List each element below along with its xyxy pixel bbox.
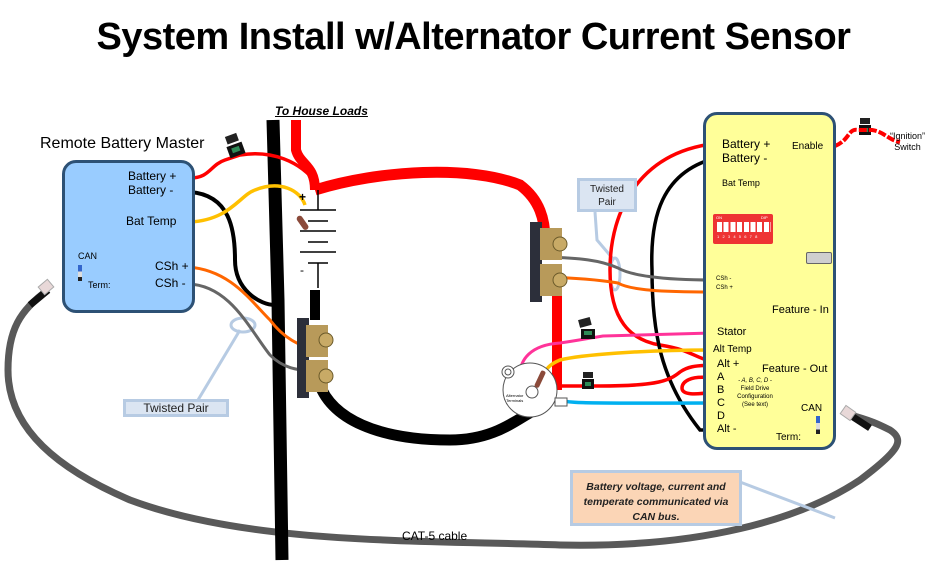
rbm-can-label: CAN xyxy=(78,251,98,261)
field-drive-note-line: - A, B, C, D - xyxy=(738,378,772,384)
reg-feature-out-label: Feature - Out xyxy=(762,363,828,375)
battery-ring-terminal xyxy=(296,215,309,230)
rj45-connector-left xyxy=(37,278,55,296)
reg-alt-temp-label: Alt Temp xyxy=(713,344,752,355)
wire-enable xyxy=(834,127,901,148)
dip-dip-label: DIP xyxy=(761,215,768,220)
can-note-leader xyxy=(739,480,836,520)
dip-switch[interactable]: ON DIP 12345678 xyxy=(713,214,773,244)
twisted-pair-left-leader xyxy=(196,329,242,401)
ignition-switch-label: “Ignition” Switch xyxy=(890,131,925,153)
rbm-csh-plus-label: CSh + xyxy=(155,259,189,273)
cat5-label: CAT-5 cable xyxy=(402,529,468,543)
callout-line: Pair xyxy=(598,197,616,208)
callout-line: Twisted xyxy=(590,184,624,195)
wire-rbm-battery-minus xyxy=(189,190,276,307)
dip-switch-positions xyxy=(717,222,771,232)
field-drive-note-line: Field Drive xyxy=(740,386,770,392)
fuse-enable xyxy=(859,118,871,135)
alternator-ring-terminal xyxy=(534,370,546,388)
remote-battery-master-title: Remote Battery Master xyxy=(40,135,205,152)
note-line: CAN bus. xyxy=(632,511,680,523)
reg-stator-label: Stator xyxy=(717,326,747,338)
reg-csh-plus-label: CSh + xyxy=(716,285,733,291)
dip-on-label: ON xyxy=(716,215,722,220)
ignition-label-line: “Ignition” xyxy=(890,131,926,141)
reg-can-label: CAN xyxy=(801,403,823,414)
cat5-cable xyxy=(4,287,902,549)
can-bus-note: Battery voltage, current and temperate c… xyxy=(570,470,742,526)
negative-shunt-to-alternator xyxy=(312,378,548,446)
twisted-pair-right-callout: Twisted Pair xyxy=(577,178,637,212)
wire-reg-alt-plus xyxy=(557,363,713,388)
positive-main-cable xyxy=(313,166,551,241)
reg-enable-label: Enable xyxy=(792,141,824,152)
reg-alt-minus-label: Alt - xyxy=(717,423,737,435)
reg-c-label: C xyxy=(717,397,725,409)
fuse-alt-plus xyxy=(582,372,594,389)
rj45-connector-right xyxy=(839,404,857,422)
alternator-label: Alternator Terminals xyxy=(506,393,523,403)
reg-bat-temp-label: Bat Temp xyxy=(722,178,760,188)
wire-reg-battery-minus xyxy=(650,155,721,432)
reg-alt-plus-label: Alt + xyxy=(717,358,740,370)
usb-port[interactable] xyxy=(806,252,832,264)
rbm-can-term-switch[interactable] xyxy=(78,265,82,281)
reg-battery-plus-label: Battery + xyxy=(722,137,771,151)
reg-csh-minus-label: CSh - xyxy=(716,276,732,282)
rbm-csh-minus-label: CSh - xyxy=(155,276,186,290)
alternator-label-line: Terminals xyxy=(506,398,524,403)
ignition-label-line: Switch xyxy=(894,142,921,152)
battery-plus-mark: + xyxy=(299,190,307,204)
battery-symbol xyxy=(300,190,336,288)
dip-switch-numbers: 12345678 xyxy=(717,234,761,239)
rbm-bat-temp-label: Bat Temp xyxy=(126,214,177,228)
reg-battery-minus-label: Battery - xyxy=(722,151,768,165)
house-loads-label: To House Loads xyxy=(275,104,368,118)
cat5-cable-end-right xyxy=(848,412,872,431)
shunt-left xyxy=(297,318,334,398)
regulator-box xyxy=(703,112,836,450)
rbm-battery-minus-label: Battery - xyxy=(128,183,174,197)
field-drive-note: - A, B, C, D - Field Drive Configuration… xyxy=(728,377,782,409)
reg-a-label: A xyxy=(717,371,725,383)
rbm-term-label: Term: xyxy=(88,280,111,290)
negative-main-cable xyxy=(266,119,289,561)
alternator-label-line: Alternator xyxy=(506,393,524,398)
page-title: System Install w/Alternator Current Sens… xyxy=(96,16,851,58)
wire-rbm-battery-plus xyxy=(189,152,320,187)
battery-minus-mark: - xyxy=(300,263,304,277)
reg-feature-in-label: Feature - In xyxy=(772,304,829,316)
shunt-right xyxy=(530,222,568,302)
wire-reg-stator xyxy=(518,331,713,376)
fuse-stator xyxy=(578,316,595,339)
twisted-pair-right-leader xyxy=(593,211,616,261)
wire-reg-csh-plus xyxy=(544,275,713,294)
twisted-pair-left-callout: Twisted Pair xyxy=(123,399,229,417)
note-line: Battery voltage, current and xyxy=(586,481,726,493)
remote-battery-master-box xyxy=(62,160,195,313)
wire-reg-csh-minus xyxy=(544,255,713,282)
fuse-rbm xyxy=(224,132,246,159)
reg-term-label: Term: xyxy=(776,432,801,443)
field-drive-note-line: (See text) xyxy=(741,402,768,408)
wire-reg-field-c xyxy=(544,393,713,405)
reg-can-term-switch[interactable] xyxy=(816,416,820,434)
reg-b-label: B xyxy=(717,384,725,396)
reg-d-label: D xyxy=(717,410,725,422)
wire-rbm-bat-temp xyxy=(189,184,307,224)
field-drive-note-line: Configuration xyxy=(737,394,773,400)
wire-reg-field-a-b-loop xyxy=(680,375,713,396)
note-line: temperate communicated via xyxy=(583,496,729,508)
rbm-battery-plus-label: Battery + xyxy=(128,169,177,183)
